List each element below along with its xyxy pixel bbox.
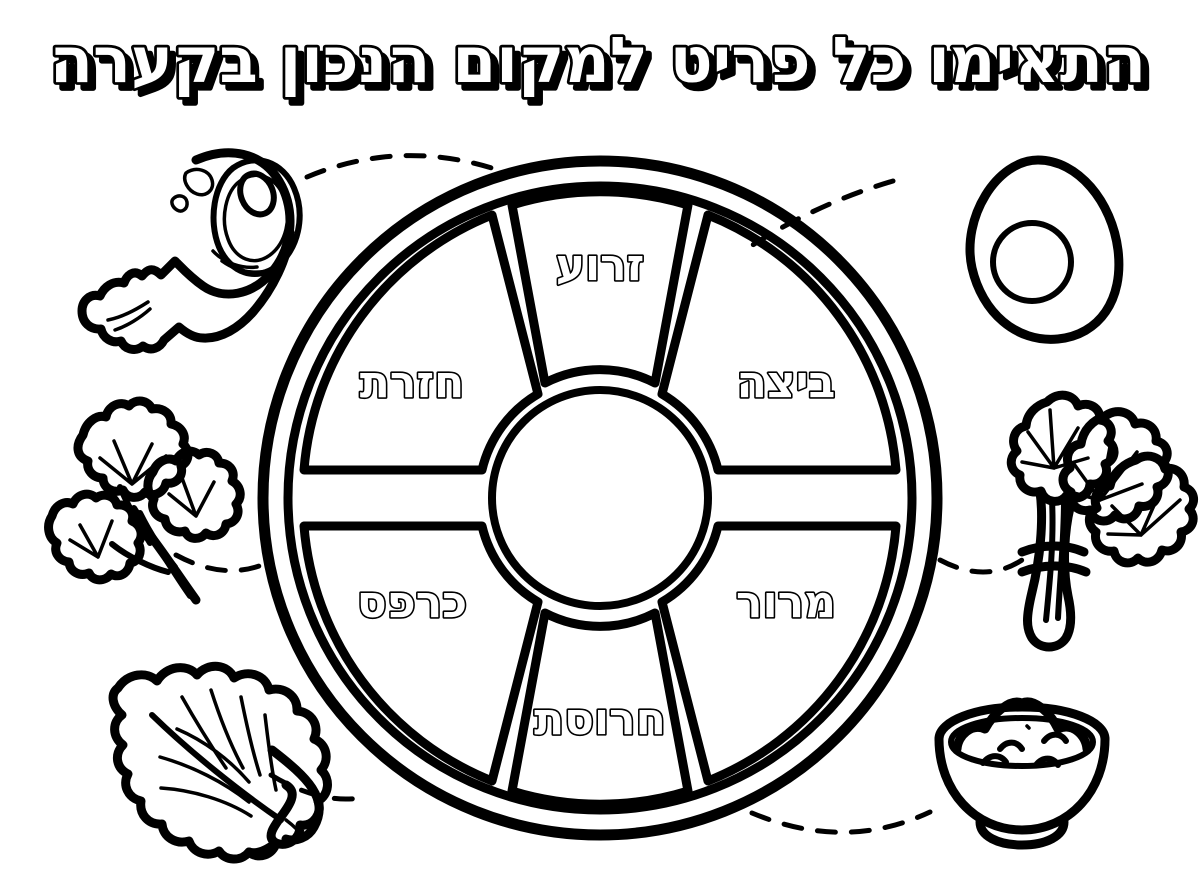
item-egg[interactable] bbox=[965, 155, 1124, 344]
item-bowl[interactable] bbox=[934, 697, 1110, 850]
item-parsley[interactable] bbox=[44, 396, 245, 605]
plate-segment-beitza[interactable]: ביצה bbox=[657, 210, 901, 475]
seder-plate[interactable]: זרוע ביצה מרור חרוסת כרפס bbox=[257, 155, 943, 841]
plate-outer-rim bbox=[257, 155, 943, 841]
herb-bunch-icon bbox=[1006, 390, 1199, 652]
plate-segment-charoset-label: חרוסת bbox=[534, 694, 666, 745]
connector-left bbox=[173, 552, 265, 574]
halved-egg-icon bbox=[965, 155, 1124, 344]
plate-segment-charoset[interactable]: חרוסת bbox=[507, 608, 693, 809]
charoset-bowl-icon bbox=[934, 697, 1110, 850]
item-lettuce[interactable] bbox=[108, 661, 332, 864]
shank-bone-icon bbox=[77, 148, 303, 354]
page-title: התאימו כל פריט למקום הנכון בקערה התאימו … bbox=[47, 21, 1155, 106]
plate-segment-maror-label: מרור bbox=[736, 577, 836, 628]
lettuce-leaf-icon bbox=[108, 661, 332, 864]
connector-right bbox=[937, 557, 1025, 575]
plate-segment-chazeret[interactable]: חזרת bbox=[299, 210, 543, 475]
item-herb-bunch[interactable] bbox=[1006, 390, 1199, 652]
plate-segment-chazeret-label: חזרת bbox=[360, 357, 464, 408]
plate-segment-maror[interactable]: מרור bbox=[657, 521, 901, 786]
item-shank-bone[interactable] bbox=[77, 148, 303, 354]
plate-segment-zroa-label: זרוע bbox=[556, 240, 645, 291]
plate-segment-zroa[interactable]: זרוע bbox=[507, 187, 693, 388]
connector-bottom-right bbox=[749, 809, 933, 835]
page-title-text: התאימו כל פריט למקום הנכון בקערה bbox=[50, 24, 1146, 97]
plate-center-circle bbox=[488, 386, 712, 610]
page-title-shadow: התאימו כל פריט למקום הנכון בקערה bbox=[56, 30, 1152, 103]
plate-segment-karpas[interactable]: כרפס bbox=[299, 521, 543, 786]
plate-inner-rim bbox=[283, 181, 917, 815]
egg-yolk bbox=[990, 220, 1074, 304]
plate-segment-beitza-label: ביצה bbox=[737, 357, 836, 408]
plate-segment-karpas-label: כרפס bbox=[357, 577, 467, 628]
connector-top-left bbox=[304, 153, 501, 180]
parsley-icon bbox=[44, 396, 245, 605]
